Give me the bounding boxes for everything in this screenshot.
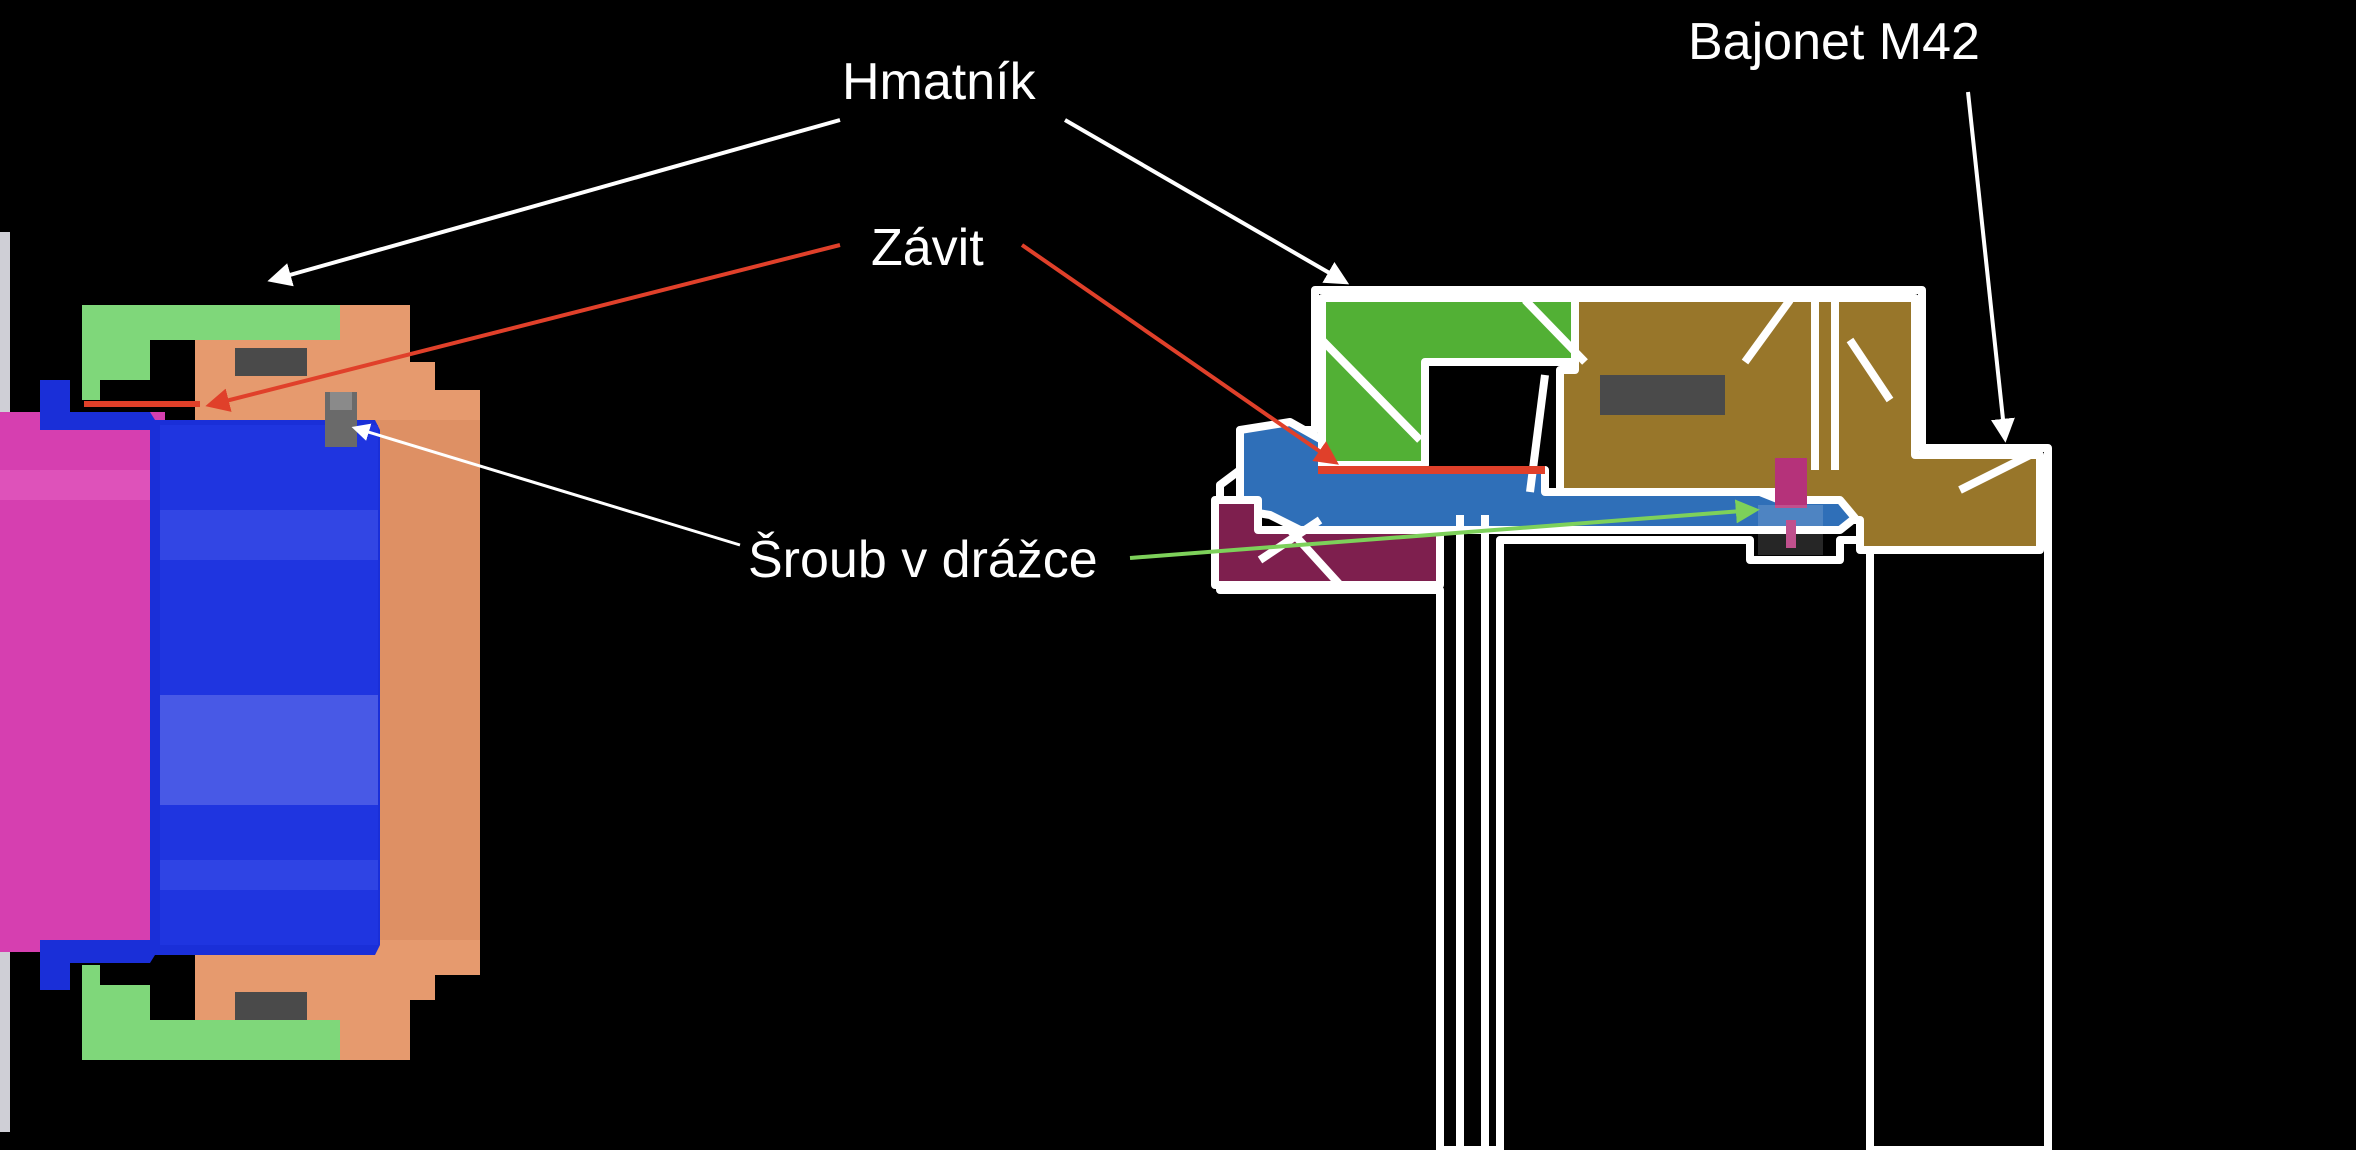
hatch-7 [1287,527,1343,588]
schematic-grey-window [1600,375,1725,415]
screw-arrow-right [1129,499,1760,560]
handle-arrow-right [1063,118,1350,285]
blue-drum-band-1 [160,510,378,560]
green-handle-top [82,305,340,400]
hatch-2 [1522,297,1588,365]
screw-arrow-left [351,423,741,547]
blue-drum-band-3 [160,860,378,890]
hatch-1 [1319,337,1423,443]
grey-insert-top [235,348,307,376]
grey-insert-bottom [235,992,307,1020]
schematic-cross-section [1211,286,2052,1150]
handle-label: Hmatník [842,53,1036,111]
hatch-5 [1958,451,2032,494]
mount-label: Bajonet M42 [1688,13,1980,71]
annotation-arrows [205,91,2015,560]
copper-ring-shade [372,420,480,940]
render-cross-section [0,232,480,1132]
hatch-4 [1846,337,1894,403]
schematic-bayonet [1556,294,2044,554]
thread-arrow-left [205,243,841,412]
thread-label: Závit [871,219,984,277]
green-handle-bottom [82,965,340,1060]
magenta-tube [0,412,165,952]
hatch-3 [1741,297,1794,365]
hatch-6 [1257,516,1323,564]
handle-arrow-left [267,118,841,287]
magenta-tube-highlight [0,470,165,500]
render-screw-head [330,392,352,410]
schematic-screw-shank [1786,520,1796,548]
schematic-screw-head [1775,458,1807,508]
blue-drum-band-2 [160,695,378,805]
screw-label: Šroub v drážce [748,531,1098,589]
schematic-screw-pocket [1758,505,1823,555]
mount-arrow [1966,91,2015,443]
thread-arrow-right [1020,243,1339,465]
